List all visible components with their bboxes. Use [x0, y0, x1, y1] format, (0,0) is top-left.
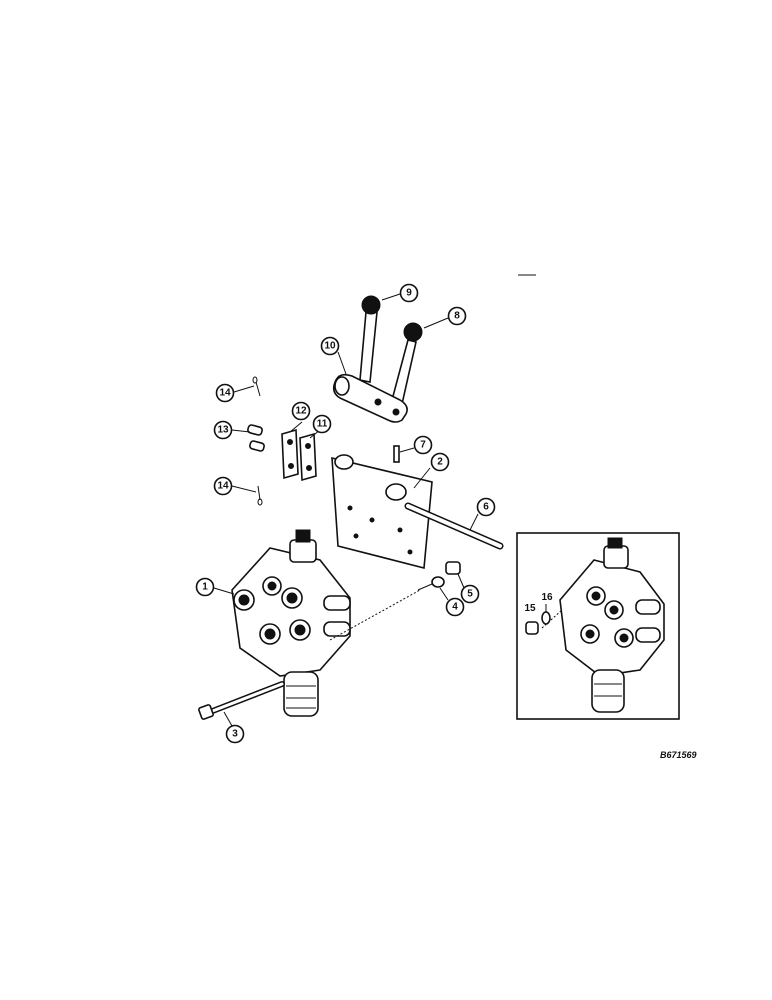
plate-hole: [397, 527, 403, 533]
callout-12: 12: [291, 401, 311, 421]
svg-text:14: 14: [217, 481, 229, 492]
valve-side-boss: [323, 621, 351, 637]
link-12: [281, 428, 299, 480]
inset-port-inner: [591, 591, 601, 601]
callout-3: 3: [225, 724, 245, 744]
cotter-pin-lower: [257, 485, 261, 501]
pivot-hole-1: [374, 398, 382, 406]
callout-8: 8: [447, 306, 467, 326]
nut: [445, 561, 461, 575]
control-valve: [231, 529, 351, 717]
callout-5: 5: [460, 584, 480, 604]
callout-7: 7: [413, 435, 433, 455]
inset-port-inner: [619, 633, 629, 643]
svg-text:3: 3: [232, 729, 238, 740]
plate-hole: [407, 549, 413, 555]
inset-port-inner: [585, 629, 595, 639]
link-hole: [287, 439, 293, 445]
inset-label-15: 15: [524, 603, 536, 614]
callout-10: 10: [320, 336, 340, 356]
svg-text:9: 9: [406, 288, 412, 299]
callout-4: 4: [445, 597, 465, 617]
plate-hole: [347, 505, 353, 511]
callout-1: 1: [195, 577, 215, 597]
callout-14-upper: 14: [215, 383, 235, 403]
valve-port-inner: [238, 594, 250, 606]
mounting-plate: [331, 454, 433, 570]
lever-8-shaft: [391, 339, 417, 406]
pivot-bore: [334, 376, 350, 396]
callout-2: 2: [430, 452, 450, 472]
inset-valve-cap: [607, 537, 623, 549]
inset-spool-end: [591, 669, 625, 713]
clevis-pin-2: [249, 440, 265, 452]
cotter-pin-eye: [257, 498, 263, 506]
callout-11: 11: [312, 414, 332, 434]
valve-port-inner: [267, 581, 277, 591]
cotter-pin-upper: [255, 381, 261, 397]
link-hole: [305, 443, 311, 449]
link-hole: [288, 463, 294, 469]
pivot-hole-2: [392, 408, 400, 416]
lever-9-knob: [361, 295, 381, 315]
callout-14-lower: 14: [213, 476, 233, 496]
inset-side-boss: [635, 627, 661, 643]
inset-valve-fitting: [603, 545, 629, 569]
callout-13: 13: [213, 420, 233, 440]
link-parts: [247, 376, 317, 506]
valve-body: [231, 547, 351, 677]
valve-top-cap: [295, 529, 311, 543]
svg-text:1: 1: [202, 582, 208, 593]
inset-detail: 15 16: [516, 532, 680, 720]
inset-label-16: 16: [541, 592, 553, 603]
callout-9: 9: [399, 283, 419, 303]
clevis-pin-1: [247, 424, 263, 436]
svg-text:14: 14: [219, 388, 231, 399]
reference-number: B671569: [660, 750, 697, 760]
link-hole: [306, 465, 312, 471]
svg-text:12: 12: [295, 406, 307, 417]
link-11: [299, 432, 317, 482]
plate-ear-1: [334, 454, 354, 470]
valve-top-fitting: [289, 539, 317, 563]
cotter-pin-eye: [252, 376, 258, 384]
svg-text:2: 2: [437, 457, 443, 468]
valve-side-boss: [323, 595, 351, 611]
plate-ear-2: [385, 483, 407, 501]
inset-port-inner: [609, 605, 619, 615]
svg-text:5: 5: [467, 589, 473, 600]
callouts: 1 2 3 4 5 6 7 8 9 10 11 12 13 14 14: [195, 283, 496, 744]
valve-port-inner: [294, 624, 306, 636]
plate-body: [331, 456, 433, 570]
svg-text:6: 6: [483, 502, 489, 513]
leader: [417, 583, 433, 591]
svg-text:11: 11: [317, 419, 328, 430]
callout-6: 6: [476, 497, 496, 517]
lever-9-shaft: [359, 311, 378, 383]
svg-text:7: 7: [420, 440, 426, 451]
inset-assembly-line: [541, 609, 563, 629]
pivot-bracket: [332, 373, 408, 423]
svg-text:8: 8: [454, 311, 460, 322]
assembly-line: [329, 589, 421, 641]
valve-port-inner: [264, 628, 276, 640]
svg-text:10: 10: [324, 341, 336, 352]
valve-spool-end: [283, 671, 319, 717]
bolt: [198, 681, 285, 720]
plate-hole: [353, 533, 359, 539]
inset-side-boss: [635, 599, 661, 615]
washer: [431, 576, 445, 588]
valve-port-inner: [286, 592, 298, 604]
svg-text:13: 13: [217, 425, 229, 436]
shaft: [406, 504, 502, 548]
plug: [525, 621, 539, 635]
lever-8-knob: [403, 322, 423, 342]
control-lever-assembly: [332, 295, 423, 423]
svg-text:4: 4: [452, 602, 458, 613]
leader-lines: [213, 293, 479, 727]
spring-pin: [393, 445, 400, 463]
plate-hole: [369, 517, 375, 523]
